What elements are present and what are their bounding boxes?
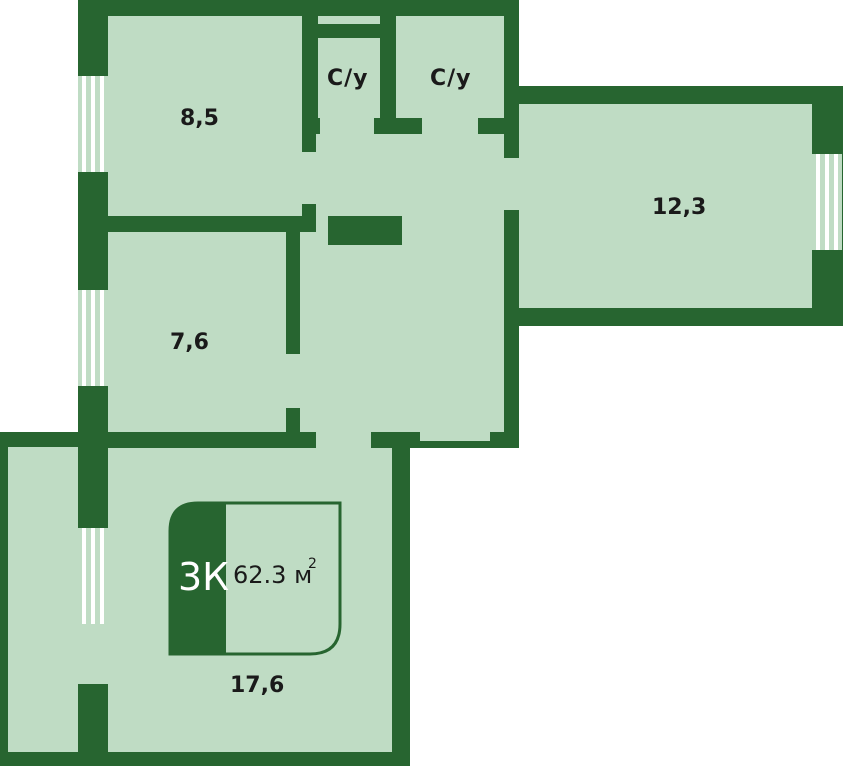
room-label-12-3: 12,3 [652, 195, 706, 220]
bathroom-2-floor [396, 16, 504, 120]
window-bottom-left [78, 528, 108, 624]
room-label-7-6: 7,6 [170, 330, 209, 355]
room-label-bathroom-1: С/у [327, 66, 369, 91]
apartment-total-area: 62.3 м [233, 561, 312, 589]
bathroom-1-floor [318, 38, 380, 120]
apartment-type-label: 3К [178, 555, 229, 599]
area-unit-exponent: 2 [308, 556, 317, 572]
room-middle-left-floor [108, 232, 308, 432]
room-label-bathroom-2: С/у [430, 66, 472, 91]
room-right-floor [519, 104, 812, 308]
apartment-badge: 3К 62.3 м 2 [168, 501, 342, 656]
room-label-8-5: 8,5 [180, 106, 219, 131]
window-top-left [78, 76, 108, 172]
window-right [812, 154, 842, 250]
interior-walls [78, 16, 519, 752]
room-label-17-6: 17,6 [230, 673, 284, 698]
windows [78, 76, 842, 624]
window-middle-left [78, 290, 108, 386]
hallway-floor [303, 120, 504, 440]
